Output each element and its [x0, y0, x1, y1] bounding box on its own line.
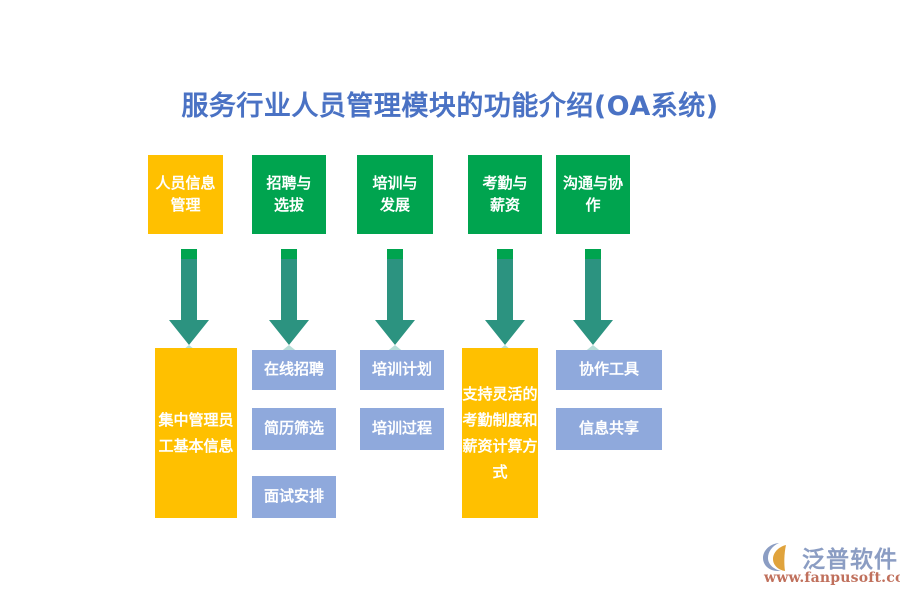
sub-box-label: 面试安排 [263, 487, 324, 506]
sub-box-label: 在线招聘 [263, 360, 324, 379]
sub-box-attendance-salary-1[interactable] [462, 348, 538, 518]
brand-logo: 泛普软件 www.fanpusoft.com [762, 540, 900, 592]
header-label: 沟通与协 作 [562, 174, 623, 214]
sub-box-training-1[interactable]: 培训计划 [360, 350, 444, 390]
logo-company-name: 泛普软件 [802, 547, 898, 573]
sub-box-recruitment-3[interactable]: 面试安排 [252, 476, 336, 518]
header-box-personnel-info[interactable]: 人员信息 管理 [148, 155, 223, 234]
down-arrow-icon-3 [373, 245, 417, 355]
header-label: 培训与 发展 [372, 174, 418, 214]
header-box-recruitment[interactable]: 招聘与 选拔 [252, 155, 326, 234]
header-box-attendance-salary[interactable]: 考勤与 薪资 [468, 155, 542, 234]
logo-url: www.fanpusoft.com [764, 570, 900, 586]
header-label: 招聘与 选拔 [266, 174, 312, 214]
header-box-communication[interactable]: 沟通与协 作 [556, 155, 630, 234]
header-label: 考勤与 薪资 [482, 174, 528, 214]
sub-box-label: 信息共享 [578, 419, 639, 438]
sub-box-communication-2[interactable]: 信息共享 [556, 408, 662, 450]
sub-box-label: 简历筛选 [263, 419, 324, 438]
sub-box-label: 培训过程 [371, 419, 432, 438]
sub-box-label: 培训计划 [371, 360, 432, 379]
fanpu-logo-icon [762, 542, 800, 572]
header-label: 人员信息 管理 [155, 174, 216, 214]
down-arrow-icon-4 [483, 245, 527, 355]
page-title: 服务行业人员管理模块的功能介绍(OA系统) [181, 91, 719, 122]
down-arrow-icon-1 [167, 245, 211, 355]
down-arrow-icon-2 [267, 245, 311, 355]
sub-box-recruitment-2[interactable]: 简历筛选 [252, 408, 336, 450]
sub-box-training-2[interactable]: 培训过程 [360, 408, 444, 450]
sub-box-personnel-info-1[interactable] [155, 348, 237, 518]
sub-box-label: 协作工具 [578, 360, 639, 379]
down-arrow-icon-5 [571, 245, 615, 355]
header-box-training[interactable]: 培训与 发展 [357, 155, 433, 234]
sub-box-recruitment-1[interactable]: 在线招聘 [252, 350, 336, 390]
sub-box-communication-1[interactable]: 协作工具 [556, 350, 662, 390]
